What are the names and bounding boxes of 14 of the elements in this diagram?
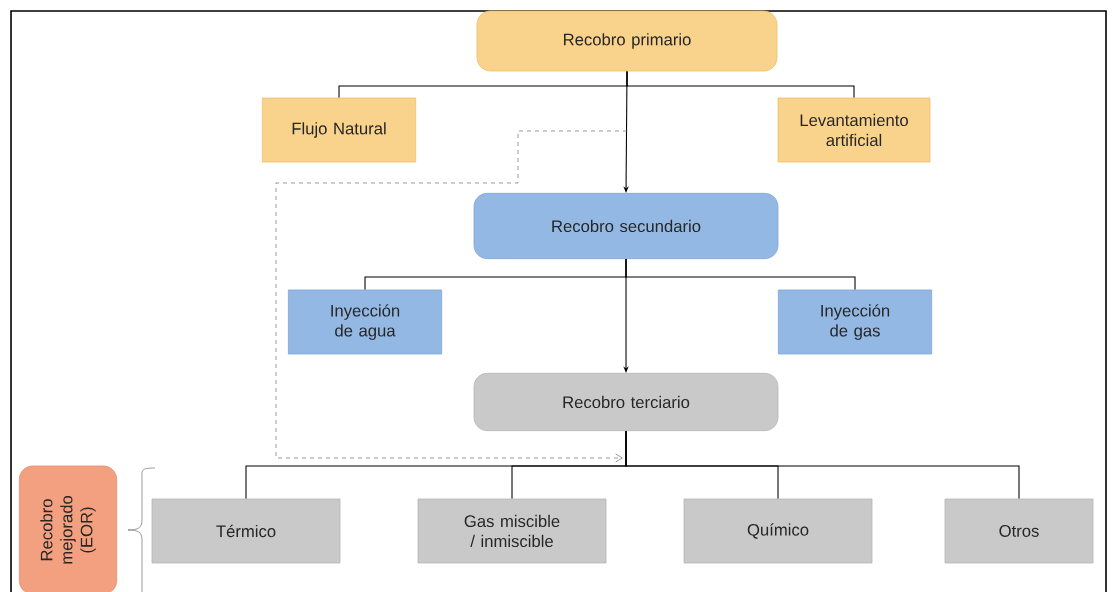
process-box: Otros (944, 498, 1094, 564)
process-box: Térmico (151, 498, 341, 564)
process-box: Recobro terciario (473, 372, 779, 432)
process-box: Gas miscible / inmiscible (417, 498, 607, 564)
process-box: Flujo Natural (261, 97, 417, 163)
process-box: Levantamiento artificial (777, 97, 931, 163)
connector (275, 130, 628, 463)
process-box: Químico (683, 498, 873, 564)
process-box: Recobro secundario (473, 192, 779, 260)
process-box: Recobro primario (476, 10, 778, 72)
category-box: Recobro mejorado (EOR) (18, 465, 118, 592)
process-box: Inyección de gas (777, 289, 933, 355)
connector (625, 430, 1020, 500)
process-box: Inyección de agua (287, 289, 443, 355)
